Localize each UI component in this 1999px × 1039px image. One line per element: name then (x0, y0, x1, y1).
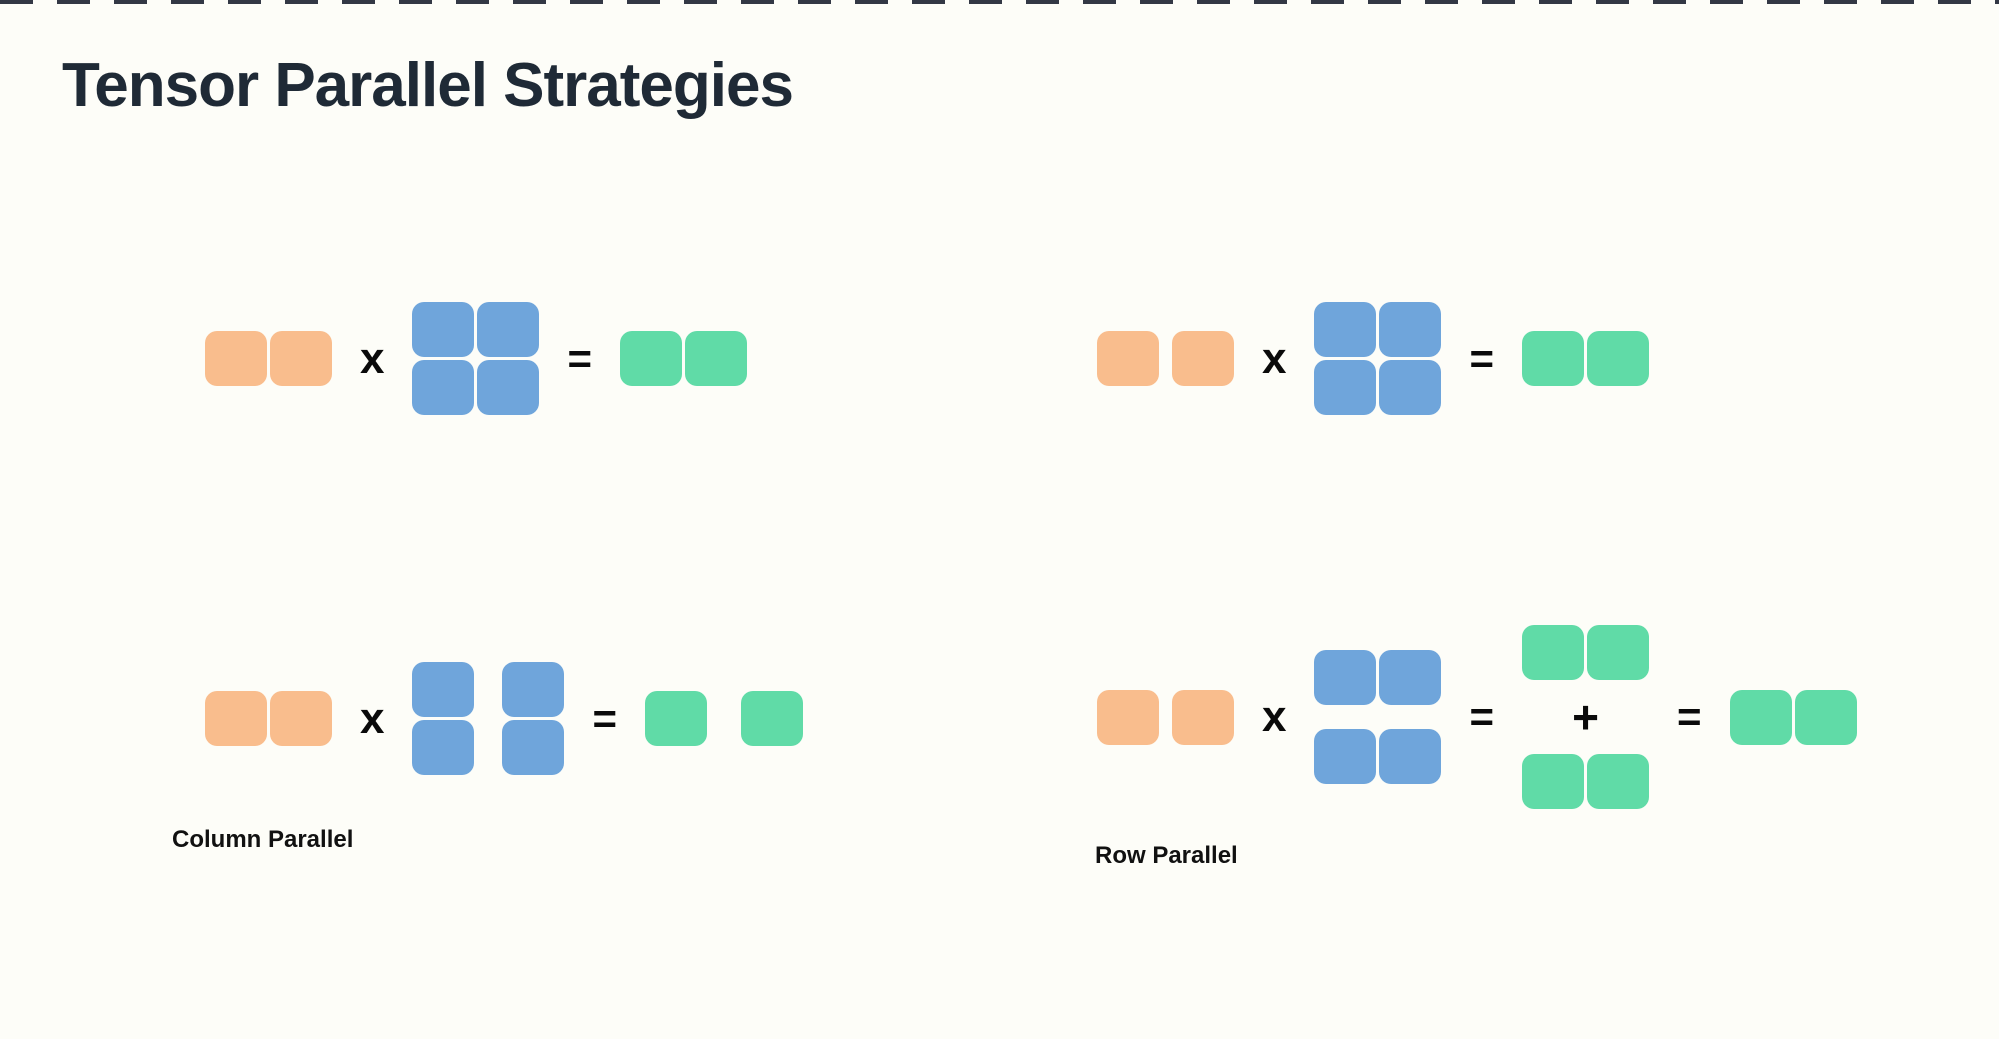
output-cell (685, 331, 748, 386)
weight-cell (1314, 729, 1377, 784)
weight-cell (1379, 729, 1442, 784)
output-cell (1729, 689, 1792, 745)
diagram-column-parallel: x = (205, 662, 804, 775)
weight-cell (412, 360, 475, 415)
weight-column-shard (502, 662, 565, 775)
weight-row-shard (1314, 650, 1442, 705)
weight-cell (1379, 360, 1442, 415)
diagram-baseline-left: x = (205, 302, 748, 415)
weight-matrix-column-split (412, 662, 565, 775)
output-vector-split (645, 691, 804, 746)
weight-cell (412, 720, 475, 775)
input-cell (205, 691, 267, 746)
output-cell (1522, 754, 1585, 809)
weight-column-shard (412, 662, 475, 775)
slide-top-dashed-border (0, 0, 1999, 4)
column-parallel-label: Column Parallel (172, 826, 354, 853)
input-cell (1097, 331, 1159, 386)
output-cell (1587, 625, 1650, 680)
input-vector-split (1097, 689, 1234, 745)
weight-cell (1314, 650, 1377, 705)
equals-operator: = (1677, 693, 1702, 740)
weight-cell (1314, 302, 1377, 357)
output-cell (645, 691, 708, 746)
equals-operator: = (1469, 334, 1495, 382)
weight-cell (502, 662, 565, 717)
input-cell (270, 331, 332, 386)
weight-matrix (412, 302, 540, 415)
partial-output-vector (1522, 625, 1650, 680)
equals-operator: = (567, 334, 593, 382)
input-cell (1172, 689, 1234, 745)
weight-cell (502, 720, 565, 775)
output-cell (1587, 331, 1650, 386)
partial-output-vector (1522, 754, 1650, 809)
weight-cell (1379, 302, 1442, 357)
input-cell (270, 691, 332, 746)
multiply-operator: x (1262, 692, 1287, 741)
weight-cell (1314, 360, 1377, 415)
weight-matrix-row-split (1314, 650, 1442, 784)
weight-cell (477, 360, 540, 415)
diagram-row-parallel: x = + = (1097, 625, 1857, 809)
partial-sum-stack: + (1522, 625, 1650, 809)
multiply-operator: x (360, 333, 385, 383)
diagram-baseline-right: x = (1097, 302, 1650, 415)
output-cell (1794, 689, 1857, 745)
input-vector-split (1097, 331, 1234, 386)
output-vector (1729, 689, 1857, 745)
output-cell (1522, 625, 1585, 680)
input-vector (205, 331, 332, 386)
weight-cell (412, 302, 475, 357)
weight-cell (412, 662, 475, 717)
output-vector (1522, 331, 1650, 386)
weight-matrix (1314, 302, 1442, 415)
output-cell (1587, 754, 1650, 809)
multiply-operator: x (1262, 333, 1287, 383)
output-cell (741, 691, 804, 746)
multiply-operator: x (360, 693, 385, 743)
row-parallel-label: Row Parallel (1095, 842, 1238, 869)
input-cell (205, 331, 267, 386)
output-vector (620, 331, 748, 386)
output-cell (1522, 331, 1585, 386)
input-cell (1097, 689, 1159, 745)
input-cell (1172, 331, 1234, 386)
input-vector (205, 691, 332, 746)
output-cell (620, 331, 683, 386)
weight-cell (477, 302, 540, 357)
weight-cell (1379, 650, 1442, 705)
equals-operator: = (1469, 693, 1495, 740)
page-title: Tensor Parallel Strategies (62, 51, 794, 120)
equals-operator: = (592, 694, 618, 742)
weight-row-shard (1314, 729, 1442, 784)
plus-operator: + (1572, 691, 1599, 743)
